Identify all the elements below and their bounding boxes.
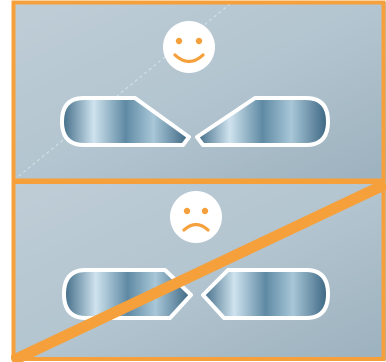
smiley-face-icon (163, 21, 215, 73)
panel-correct (12, 2, 386, 182)
left-margin (0, 0, 11, 362)
frowning-face-icon (170, 191, 222, 243)
right-capsule (203, 270, 328, 318)
panel-incorrect (12, 182, 386, 361)
